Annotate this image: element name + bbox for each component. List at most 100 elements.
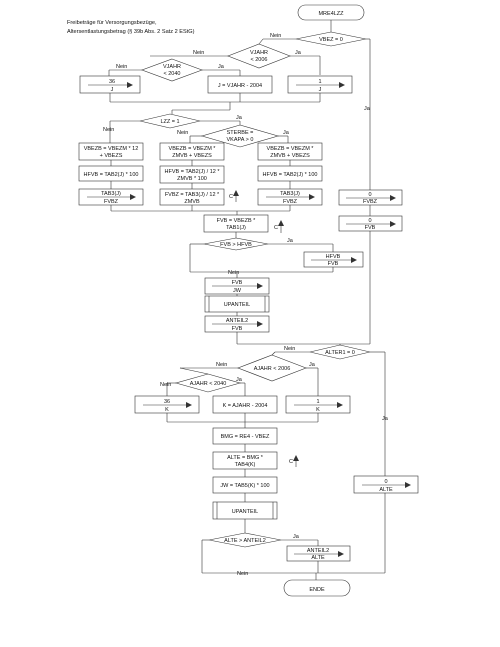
svg-text:+ VBEZS: + VBEZS [100, 153, 123, 159]
end-label: ENDE [309, 587, 325, 593]
svg-text:ALTER1 = 0: ALTER1 = 0 [325, 350, 355, 356]
svg-text:C: C [274, 225, 278, 231]
svg-text:TAB3(J): TAB3(J) [280, 191, 300, 197]
box-fvb-calc: FVB = VBEZB * TAB1(J) [203, 214, 269, 233]
svg-text:Ja: Ja [236, 377, 243, 383]
svg-text:VBEZB = VBEZM * 12: VBEZB = VBEZM * 12 [84, 146, 139, 152]
box-k-36: 36 K [134, 395, 200, 414]
box-vbezb-col1: VBEZB = VBEZM * 12 + VBEZS [78, 142, 144, 161]
svg-text:J: J [111, 87, 114, 93]
header-subtitle: Altersentlastungsbetrag (§ 39b Abs. 2 Sa… [67, 29, 195, 35]
svg-text:K: K [316, 407, 320, 413]
box-fvbz-zero: 0 FVBZ [338, 189, 403, 206]
header-title: Freibeträge für Versorgungsbezüge, [67, 20, 157, 26]
svg-text:Nein: Nein [237, 571, 248, 577]
svg-text:Nein: Nein [160, 382, 171, 388]
svg-text:Ja: Ja [218, 64, 225, 70]
decision-vbez: VBEZ = 0 [295, 31, 367, 47]
svg-text:Nein: Nein [216, 362, 227, 368]
svg-text:VBEZB = VBEZM *: VBEZB = VBEZM * [169, 146, 217, 152]
box-jw: JW = TAB5(K) * 100 [212, 476, 278, 494]
box-j-vjahr: J = VJAHR - 2004 [207, 75, 273, 94]
decision-lzz: LZZ = 1 [139, 113, 201, 129]
svg-text:VBEZB = VBEZM *: VBEZB = VBEZM * [267, 146, 315, 152]
svg-text:HFVB = TAB2(J) / 12 *: HFVB = TAB2(J) / 12 * [165, 169, 221, 175]
svg-text:TAB3(J): TAB3(J) [101, 191, 121, 197]
svg-text:TAB1(J): TAB1(J) [226, 225, 246, 231]
svg-text:Nein: Nein [103, 127, 114, 133]
svg-text:VJAHR: VJAHR [250, 50, 268, 56]
svg-text:ALTE = BMG *: ALTE = BMG * [227, 455, 264, 461]
svg-text:Ja: Ja [287, 238, 294, 244]
box-k-ajahr: K = AJAHR - 2004 [212, 395, 278, 414]
svg-text:UPANTEIL: UPANTEIL [232, 509, 259, 515]
decision-alte-anteil2: ALTE > ANTEIL2 [208, 532, 282, 548]
box-j-1: 1 J [287, 75, 353, 94]
svg-text:FVBZ: FVBZ [104, 199, 119, 205]
svg-text:Ja: Ja [309, 362, 316, 368]
svg-text:FVBZ: FVBZ [283, 199, 298, 205]
svg-text:FVB: FVB [232, 326, 243, 332]
svg-text:FVB: FVB [232, 280, 243, 286]
label-ja-vbez: Ja [364, 106, 371, 112]
loop-marker-c3: C [289, 455, 299, 467]
decision-sterbe: STERBE = VKAPA > 0 [200, 124, 280, 148]
box-hfvb-fvb: HFVB FVB [303, 251, 364, 268]
box-anteil2-alte: ANTEIL2 ALTE [286, 545, 351, 562]
svg-text:36: 36 [164, 399, 170, 405]
box-alte-zero: 0 ALTE [353, 475, 419, 494]
box-hfvb-col3: HFVB = TAB2(J) * 100 [257, 165, 323, 182]
svg-text:0: 0 [368, 192, 371, 198]
svg-text:Ja: Ja [295, 50, 302, 56]
svg-text:Ja: Ja [236, 115, 243, 121]
box-fvb-zero: 0 FVB [338, 215, 403, 232]
box-vbezb-col3: VBEZB = VBEZM * ZMVB + VBEZS [257, 142, 323, 161]
svg-text:1: 1 [316, 399, 319, 405]
svg-text:1: 1 [318, 79, 321, 85]
box-bmg: BMG = RE4 - VBEZ [212, 427, 278, 445]
box-fvb-jw: FVB JW [204, 277, 270, 295]
svg-text:Nein: Nein [193, 50, 204, 56]
box-alte-calc: ALTE = BMG * TAB4(K) [212, 451, 278, 470]
svg-text:0: 0 [368, 218, 371, 224]
svg-text:FVB = VBEZB *: FVB = VBEZB * [217, 218, 257, 224]
decision-vjahr-2006: VJAHR < 2006 [227, 43, 291, 69]
box-anteil2-fvb: ANTEIL2 FVB [204, 315, 270, 333]
label-nein-vbez: Nein [270, 33, 281, 39]
svg-text:FVB: FVB [365, 225, 376, 231]
svg-text:Nein: Nein [284, 346, 295, 352]
svg-text:FVB > HFVB: FVB > HFVB [220, 242, 252, 248]
svg-text:VKAPA > 0: VKAPA > 0 [227, 137, 254, 143]
svg-text:HFVB = TAB2(J) * 100: HFVB = TAB2(J) * 100 [263, 172, 318, 178]
end-terminal: ENDE [283, 579, 351, 597]
svg-text:ANTEIL2: ANTEIL2 [226, 318, 248, 324]
svg-text:FVB: FVB [328, 261, 339, 267]
svg-text:ANTEIL2: ANTEIL2 [307, 548, 329, 554]
box-j-36: 36 J [79, 75, 141, 94]
start-label: MRE4LZZ [318, 11, 344, 17]
box-vbezb-col2: VBEZB = VBEZM * ZMVB + VBEZS [159, 142, 225, 161]
svg-text:TAB4(K): TAB4(K) [235, 462, 256, 468]
svg-text:ZMVB: ZMVB [184, 199, 200, 205]
svg-text:AJAHR < 2006: AJAHR < 2006 [254, 366, 291, 372]
box-tab3-col3: TAB3(J) FVBZ [257, 188, 323, 206]
svg-text:K = AJAHR - 2004: K = AJAHR - 2004 [223, 403, 268, 409]
svg-text:VJAHR: VJAHR [163, 64, 181, 70]
svg-text:HFVB: HFVB [326, 254, 341, 260]
loop-marker-c2: C [274, 220, 284, 233]
svg-text:JW: JW [233, 288, 242, 294]
svg-text:0: 0 [384, 479, 387, 485]
svg-text:ZMVB + VBEZS: ZMVB + VBEZS [270, 153, 310, 159]
box-k-1: 1 K [285, 395, 351, 414]
svg-text:Nein: Nein [116, 64, 127, 70]
subroutine-upanteil-1: UPANTEIL [204, 295, 270, 313]
svg-text:< 2006: < 2006 [251, 57, 268, 63]
svg-text:Ja: Ja [293, 534, 300, 540]
svg-text:JW = TAB5(K) * 100: JW = TAB5(K) * 100 [220, 483, 269, 489]
svg-text:HFVB = TAB2(J) * 100: HFVB = TAB2(J) * 100 [84, 172, 139, 178]
decision-ajahr-2040: AJAHR < 2040 [174, 373, 242, 393]
svg-text:STERBE =: STERBE = [227, 130, 254, 136]
box-tab3-col1: TAB3(J) FVBZ [78, 188, 144, 206]
start-terminal: MRE4LZZ [297, 4, 365, 21]
